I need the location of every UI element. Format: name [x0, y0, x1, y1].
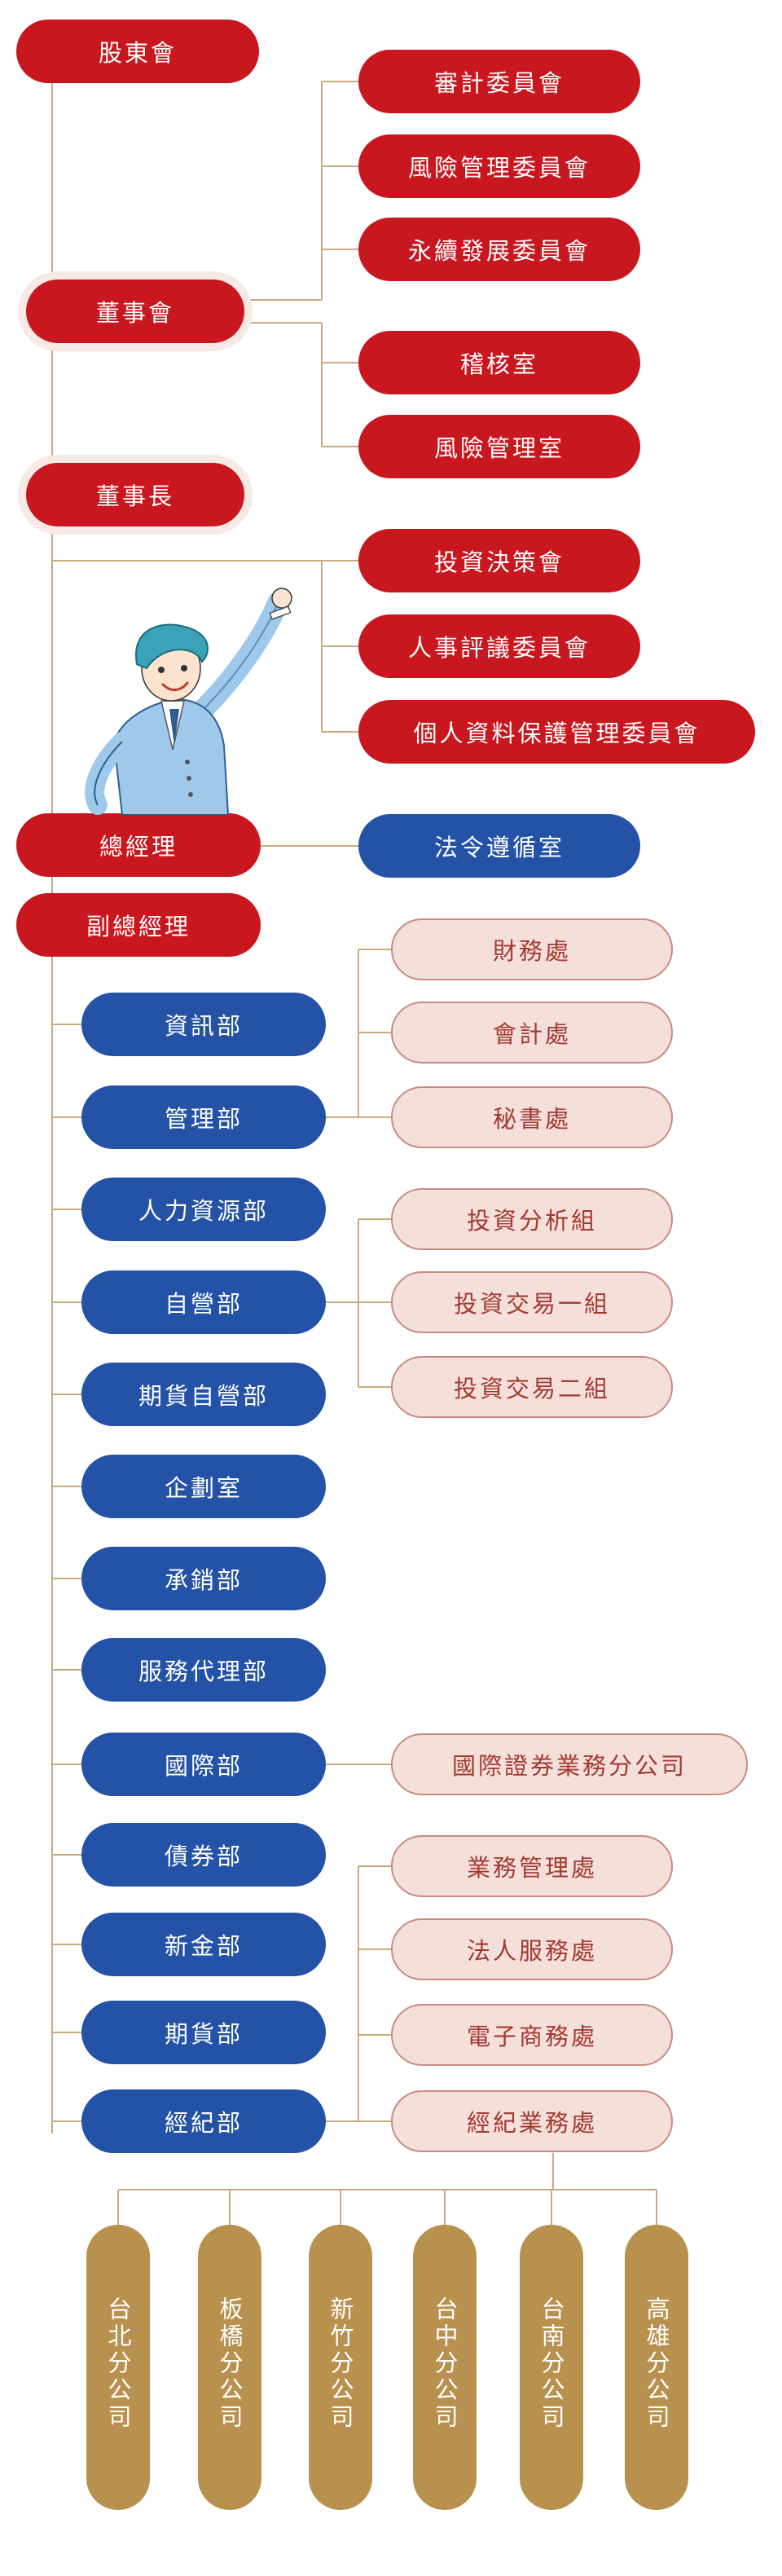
investment-analysis-group-node[interactable]: 投資分析組	[391, 1188, 673, 1250]
department-planning-office[interactable]: 企劃室	[81, 1455, 326, 1518]
shareholders-meeting-node[interactable]: 股東會	[16, 20, 259, 83]
investment-trading-group-1-node[interactable]: 投資交易一組	[391, 1271, 673, 1333]
risk-management-committee-node[interactable]: 風險管理委員會	[358, 134, 640, 198]
department-futures-proprietary[interactable]: 期貨自營部	[81, 1363, 326, 1426]
business-management-division-node[interactable]: 業務管理處	[391, 1835, 673, 1897]
finance-division-node[interactable]: 財務處	[391, 918, 673, 980]
branch-tainan[interactable]: 台南分公司	[520, 2225, 583, 2510]
branch-taipei[interactable]: 台北分公司	[86, 2225, 150, 2510]
department-futures[interactable]: 期貨部	[81, 2001, 326, 2064]
investment-trading-group-2-node[interactable]: 投資交易二組	[391, 1356, 673, 1418]
e-commerce-division-node[interactable]: 電子商務處	[391, 2004, 673, 2066]
department-brokerage[interactable]: 經紀部	[81, 2089, 326, 2153]
investment-decision-committee-node[interactable]: 投資決策會	[358, 529, 640, 592]
department-international[interactable]: 國際部	[81, 1733, 326, 1796]
audit-office-node[interactable]: 稽核室	[358, 331, 640, 394]
department-underwriting[interactable]: 承銷部	[81, 1547, 326, 1610]
department-agency-services[interactable]: 服務代理部	[81, 1638, 326, 1702]
president-node[interactable]: 總經理	[16, 813, 261, 877]
secretariat-division-node[interactable]: 秘書處	[391, 1086, 673, 1148]
risk-management-office-node[interactable]: 風險管理室	[358, 415, 640, 478]
personnel-review-committee-node[interactable]: 人事評議委員會	[358, 614, 640, 678]
department-proprietary-trading[interactable]: 自營部	[81, 1270, 326, 1334]
department-new-finance[interactable]: 新金部	[81, 1913, 326, 1976]
institutional-services-division-node[interactable]: 法人服務處	[391, 1918, 673, 1980]
brokerage-business-division-node[interactable]: 經紀業務處	[391, 2090, 673, 2152]
department-management[interactable]: 管理部	[81, 1085, 326, 1149]
branch-banqiao[interactable]: 板橋分公司	[198, 2225, 261, 2510]
branch-hsinchu[interactable]: 新竹分公司	[309, 2225, 372, 2510]
branch-kaohsiung[interactable]: 高雄分公司	[625, 2225, 688, 2510]
board-of-directors-node[interactable]: 董事會	[26, 280, 244, 343]
international-securities-branch-node[interactable]: 國際證券業務分公司	[391, 1733, 748, 1795]
audit-committee-node[interactable]: 審計委員會	[358, 50, 640, 113]
chairman-node[interactable]: 董事長	[26, 463, 244, 526]
branch-taichung[interactable]: 台中分公司	[413, 2225, 477, 2510]
department-it[interactable]: 資訊部	[81, 993, 326, 1056]
department-human-resources[interactable]: 人力資源部	[81, 1178, 326, 1241]
accounting-division-node[interactable]: 會計處	[391, 1002, 673, 1063]
department-bonds[interactable]: 債券部	[81, 1823, 326, 1887]
vice-president-node[interactable]: 副總經理	[16, 893, 261, 957]
legal-compliance-office-node[interactable]: 法令遵循室	[358, 814, 640, 878]
businessman-waving-icon	[65, 587, 310, 816]
personal-data-protection-committee-node[interactable]: 個人資料保護管理委員會	[358, 700, 755, 764]
sustainability-committee-node[interactable]: 永續發展委員會	[358, 218, 640, 281]
